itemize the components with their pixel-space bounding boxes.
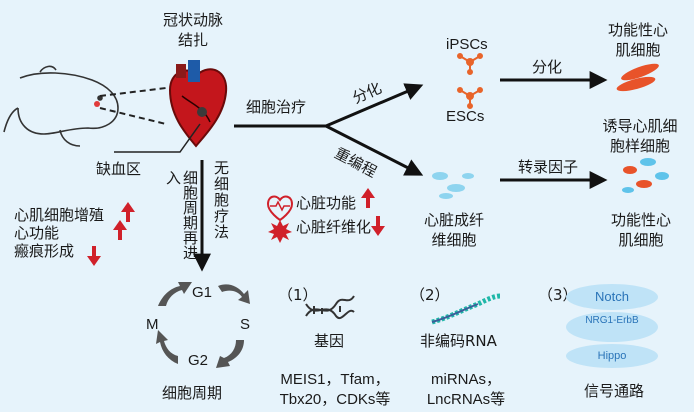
esc-icon <box>457 87 483 109</box>
functional-cm-label: 功能性心肌细胞 <box>607 21 668 59</box>
cycle-s: S <box>240 316 251 333</box>
function-label: 心功能 <box>14 224 60 242</box>
panel1-number: （1） <box>278 286 318 304</box>
cell-cycle-arrows <box>156 282 250 368</box>
cell-free-label: 无细胞疗法 <box>214 159 230 241</box>
dna-icon <box>305 295 355 319</box>
zoom-lines <box>99 87 167 125</box>
notch-pill: Notch <box>566 284 658 310</box>
fibrosis-icon <box>268 220 292 243</box>
mouse-illustration <box>3 65 119 147</box>
panel1-items: MEIS1，Tfam，Tbx20，CDKs等 <box>279 371 391 408</box>
heart-function-label: 心脏功能 <box>296 194 357 212</box>
ipscs-label: iPSCs <box>446 36 488 53</box>
scar-label: 瘢痕形成 <box>14 242 75 260</box>
heart-function-icon <box>266 195 294 222</box>
ligation-label: 冠状动脉结扎 <box>162 11 223 49</box>
rna-icon <box>431 293 501 325</box>
fibroblast-icon <box>432 172 474 199</box>
panel2-items: miRNAs，LncRNAs等 <box>426 371 506 408</box>
cell-cycle-label: 细胞周期 <box>162 384 223 402</box>
panel2-number: （2） <box>410 286 450 304</box>
trend-arrows <box>87 188 385 266</box>
hippo-pill: Hippo <box>566 344 658 368</box>
escs-label: ESCs <box>446 108 485 125</box>
arrow-reprogramming <box>325 124 424 176</box>
cycle-g1: G1 <box>192 284 213 301</box>
heart-fibrosis-label: 心脏纤维化 <box>296 218 372 236</box>
functional-cm2-label: 功能性心肌细胞 <box>610 211 671 249</box>
panel1-title: 基因 <box>314 332 345 350</box>
panel2-title: 非编码RNA <box>420 332 497 350</box>
cycle-g2: G2 <box>188 352 209 369</box>
induced-cm-label: 诱导心肌细胞样细胞 <box>602 117 678 155</box>
nrg1-erbb-pill: NRG1-ErbB <box>566 312 658 342</box>
proliferation-label: 心肌细胞增殖 <box>14 206 105 224</box>
arrow-differentiation <box>325 83 424 128</box>
differentiate2-label: 分化 <box>532 58 563 76</box>
reenter-label: 细胞周期再进入 <box>164 170 199 260</box>
tf-label: 转录因子 <box>518 158 579 176</box>
induced-cell-icon <box>622 158 669 193</box>
ischemia-label: 缺血区 <box>96 160 142 178</box>
heart-illustration <box>114 60 228 153</box>
panel3-title: 信号通路 <box>584 382 645 400</box>
fibroblast-label: 心脏成纤维细胞 <box>423 211 484 249</box>
ipsc-icon <box>457 53 483 75</box>
cell-therapy-label: 细胞治疗 <box>246 98 307 116</box>
cycle-m: M <box>146 316 159 333</box>
cardiomyocyte-icon <box>616 63 659 92</box>
